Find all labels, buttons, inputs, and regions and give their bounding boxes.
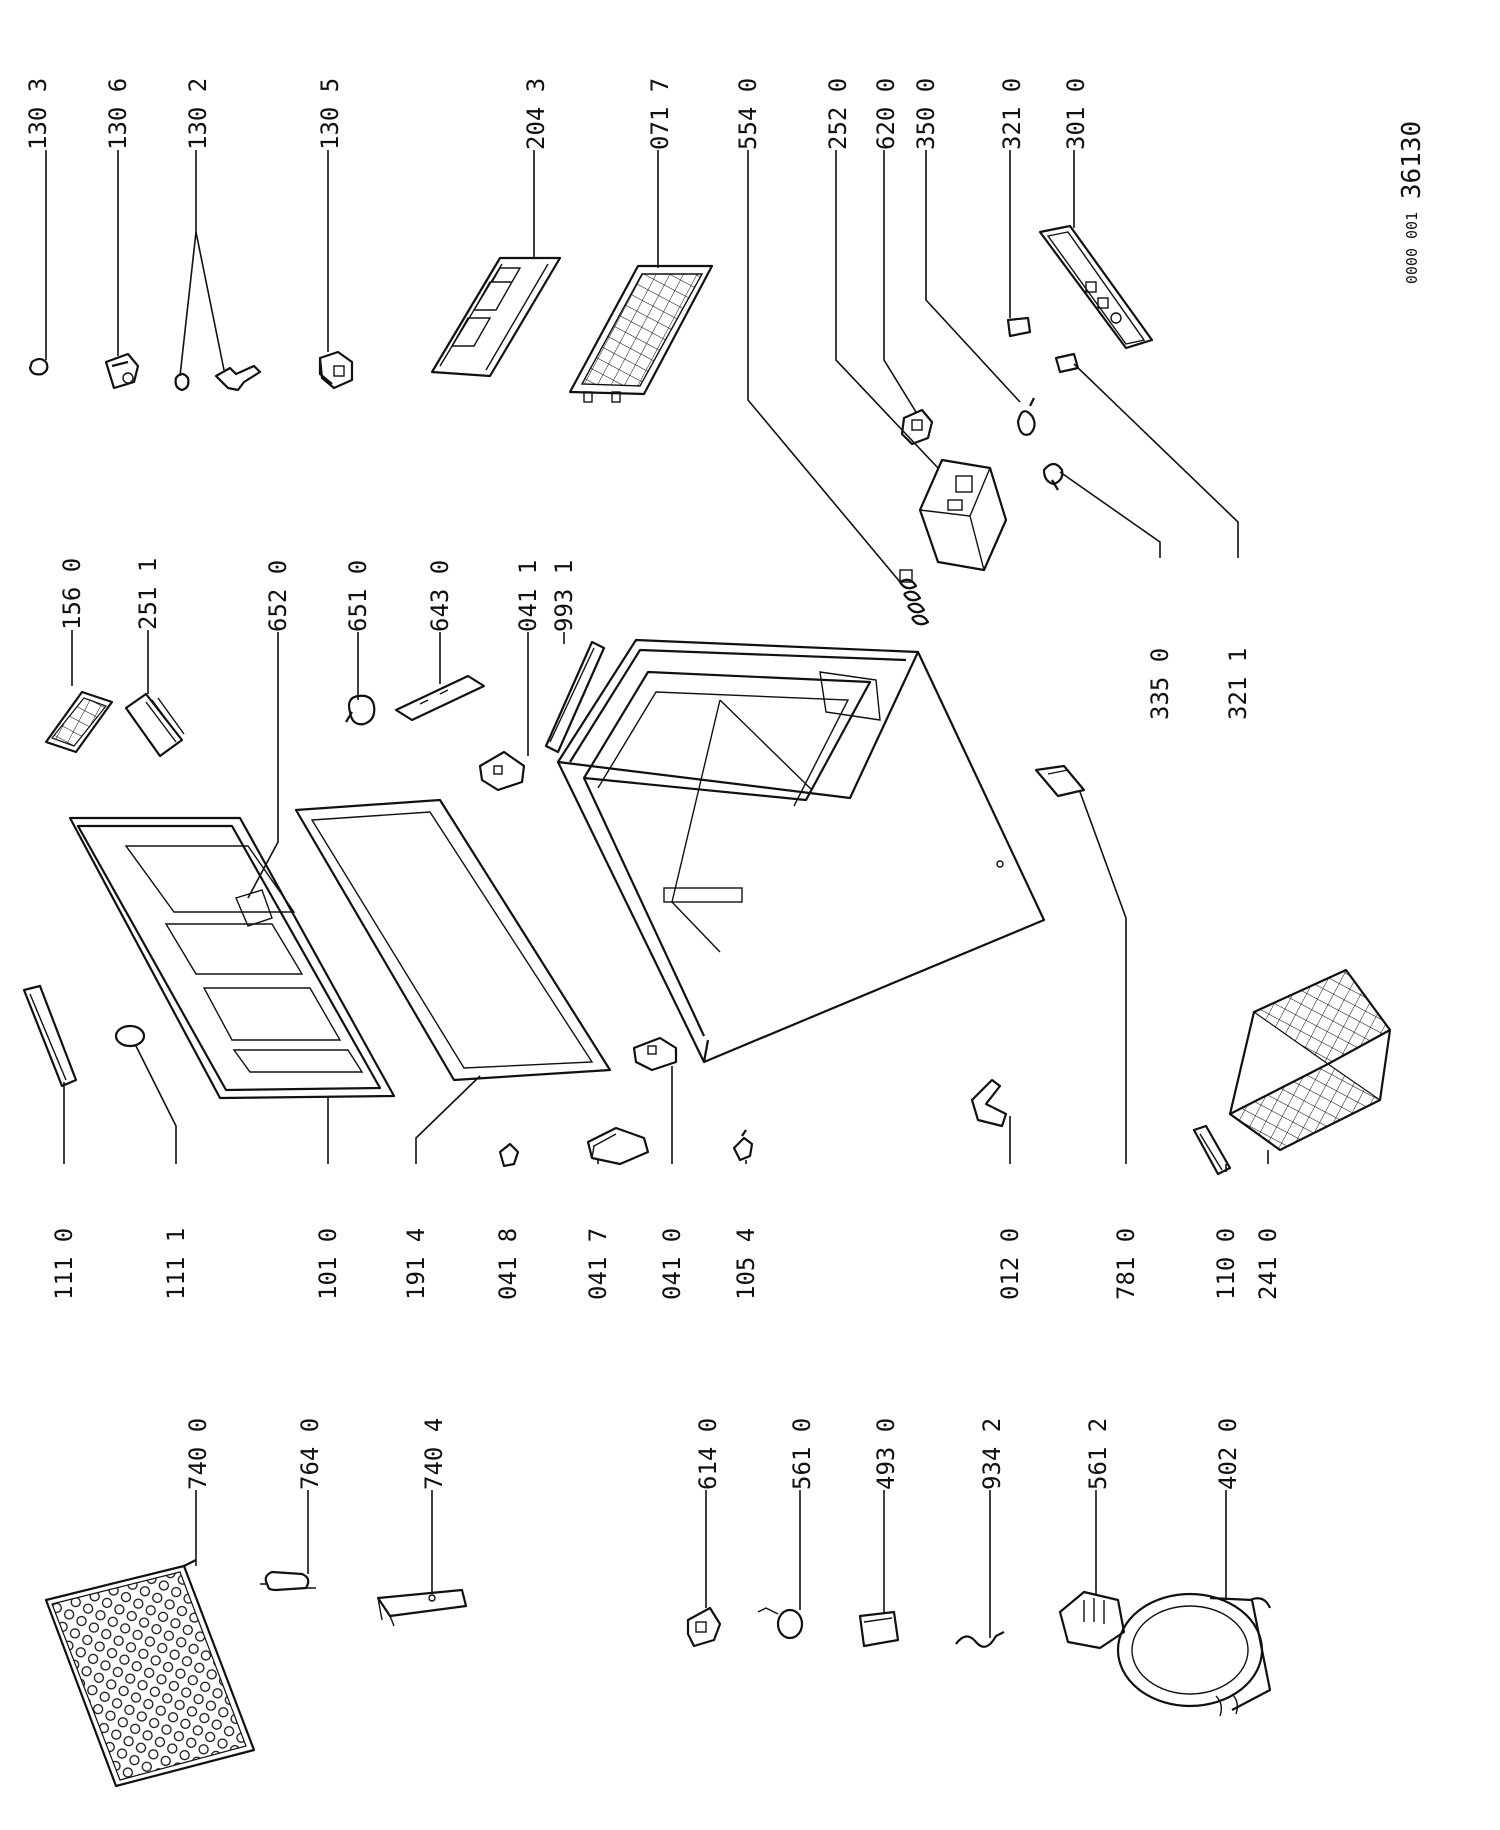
callout-label: 781 0: [1112, 1228, 1140, 1300]
part-lock-pin: [732, 1129, 754, 1162]
part-filter-drier: [260, 1570, 316, 1592]
callout-label: 251 1: [134, 558, 162, 630]
callout-label: 620 0: [872, 78, 900, 150]
part-light-strip: [394, 674, 486, 722]
part-lid: [68, 816, 396, 1100]
callout-label: 041 8: [494, 1228, 522, 1300]
part-ice-tray: [44, 690, 114, 754]
part-hinge-pieces: [174, 364, 262, 392]
callout-label: 130 5: [316, 78, 344, 150]
callout-label: 105 4: [732, 1228, 760, 1300]
leader-lines: [45, 150, 1269, 1638]
callout-label: 101 0: [314, 1228, 342, 1300]
part-clip-small: [28, 357, 49, 376]
part-lid-strip: [22, 984, 78, 1088]
callout-label: 643 0: [426, 560, 454, 632]
part-condenser-coil: [44, 1559, 256, 1788]
callout-label: 130 6: [104, 78, 132, 150]
callout-label: 493 0: [872, 1418, 900, 1490]
part-knob: [1042, 462, 1064, 491]
callout-label: 191 4: [402, 1228, 430, 1300]
callout-label: 764 0: [296, 1418, 324, 1490]
part-thermostat-housing: [918, 458, 1008, 572]
part-base-plate: [1034, 764, 1086, 798]
callout-label: 321 0: [998, 78, 1026, 150]
callout-label: 130 3: [24, 78, 52, 150]
part-wire-basket: [1228, 968, 1392, 1152]
part-lid-disc: [114, 1024, 146, 1048]
callout-label: 402 0: [1214, 1418, 1242, 1490]
part-bulb: [345, 694, 376, 726]
callout-label: 156 0: [58, 558, 86, 630]
callout-label: 130 2: [184, 78, 212, 150]
callout-label: 561 2: [1084, 1418, 1112, 1490]
part-basket-handle: [1192, 1124, 1232, 1176]
part-scraper: [124, 692, 185, 758]
callout-label: 740 4: [420, 1418, 448, 1490]
callout-label: 561 0: [788, 1418, 816, 1490]
part-grille-panel: [430, 256, 562, 378]
part-hinge-upper: [478, 750, 526, 792]
part-switch-cover: [1006, 316, 1032, 338]
callout-label: 301 0: [1062, 78, 1090, 150]
part-compressor: [1116, 1592, 1272, 1717]
part-foot-bracket: [970, 1078, 1008, 1128]
part-spring: [899, 569, 930, 626]
callout-label: 071 7: [646, 78, 674, 150]
part-capacitor: [858, 1610, 900, 1648]
drawing-code: 0000 001: [1403, 212, 1421, 284]
callout-label: 651 0: [344, 560, 372, 632]
part-bracket-b: [318, 350, 354, 390]
callout-label: 012 0: [996, 1228, 1024, 1300]
callout-label: 041 0: [658, 1228, 686, 1300]
part-hinge-lower: [632, 1036, 678, 1072]
part-overload-protector: [757, 1607, 804, 1640]
callout-label: 740 0: [184, 1418, 212, 1490]
part-lamp-socket: [900, 408, 934, 446]
part-switch-cover-b: [1054, 352, 1080, 374]
part-wire-harness: [955, 1631, 1005, 1648]
callout-label: 241 0: [1254, 1228, 1282, 1300]
part-hinge-cover: [586, 1126, 650, 1166]
callout-label: 350 0: [912, 78, 940, 150]
callout-label: 111 0: [50, 1228, 78, 1300]
part-hinge-clip: [498, 1142, 520, 1168]
callout-label: 204 3: [522, 78, 550, 150]
part-sensor-clip: [1016, 397, 1036, 436]
callout-label: 111 1: [162, 1228, 190, 1300]
part-bracket-a: [104, 352, 140, 390]
part-starter: [1058, 1590, 1126, 1650]
part-relay: [686, 1606, 722, 1648]
drawing-reference: 36130: [1397, 121, 1427, 199]
callout-label: 321 1: [1224, 648, 1252, 720]
callout-label: 934 2: [978, 1418, 1006, 1490]
callout-label: 041 1: [514, 560, 542, 632]
callout-label: 110 0: [1212, 1228, 1240, 1300]
part-cabinet: [556, 638, 1046, 1064]
callout-label: 993 1: [550, 560, 578, 632]
callout-label: 652 0: [264, 560, 292, 632]
callout-label: 614 0: [694, 1418, 722, 1490]
callout-labels: 130 3 130 6 130 2 130 5 204 3 071 7 554 …: [24, 78, 1282, 1490]
part-evaporator-grid: [568, 264, 714, 403]
callout-label: 252 0: [824, 78, 852, 150]
part-control-panel: [1038, 224, 1154, 350]
callout-label: 041 7: [584, 1228, 612, 1300]
callout-label: 335 0: [1146, 648, 1174, 720]
callout-label: 554 0: [734, 78, 762, 150]
part-gasket: [294, 798, 612, 1082]
part-handle: [544, 640, 606, 754]
part-coil-bracket: [376, 1588, 468, 1627]
